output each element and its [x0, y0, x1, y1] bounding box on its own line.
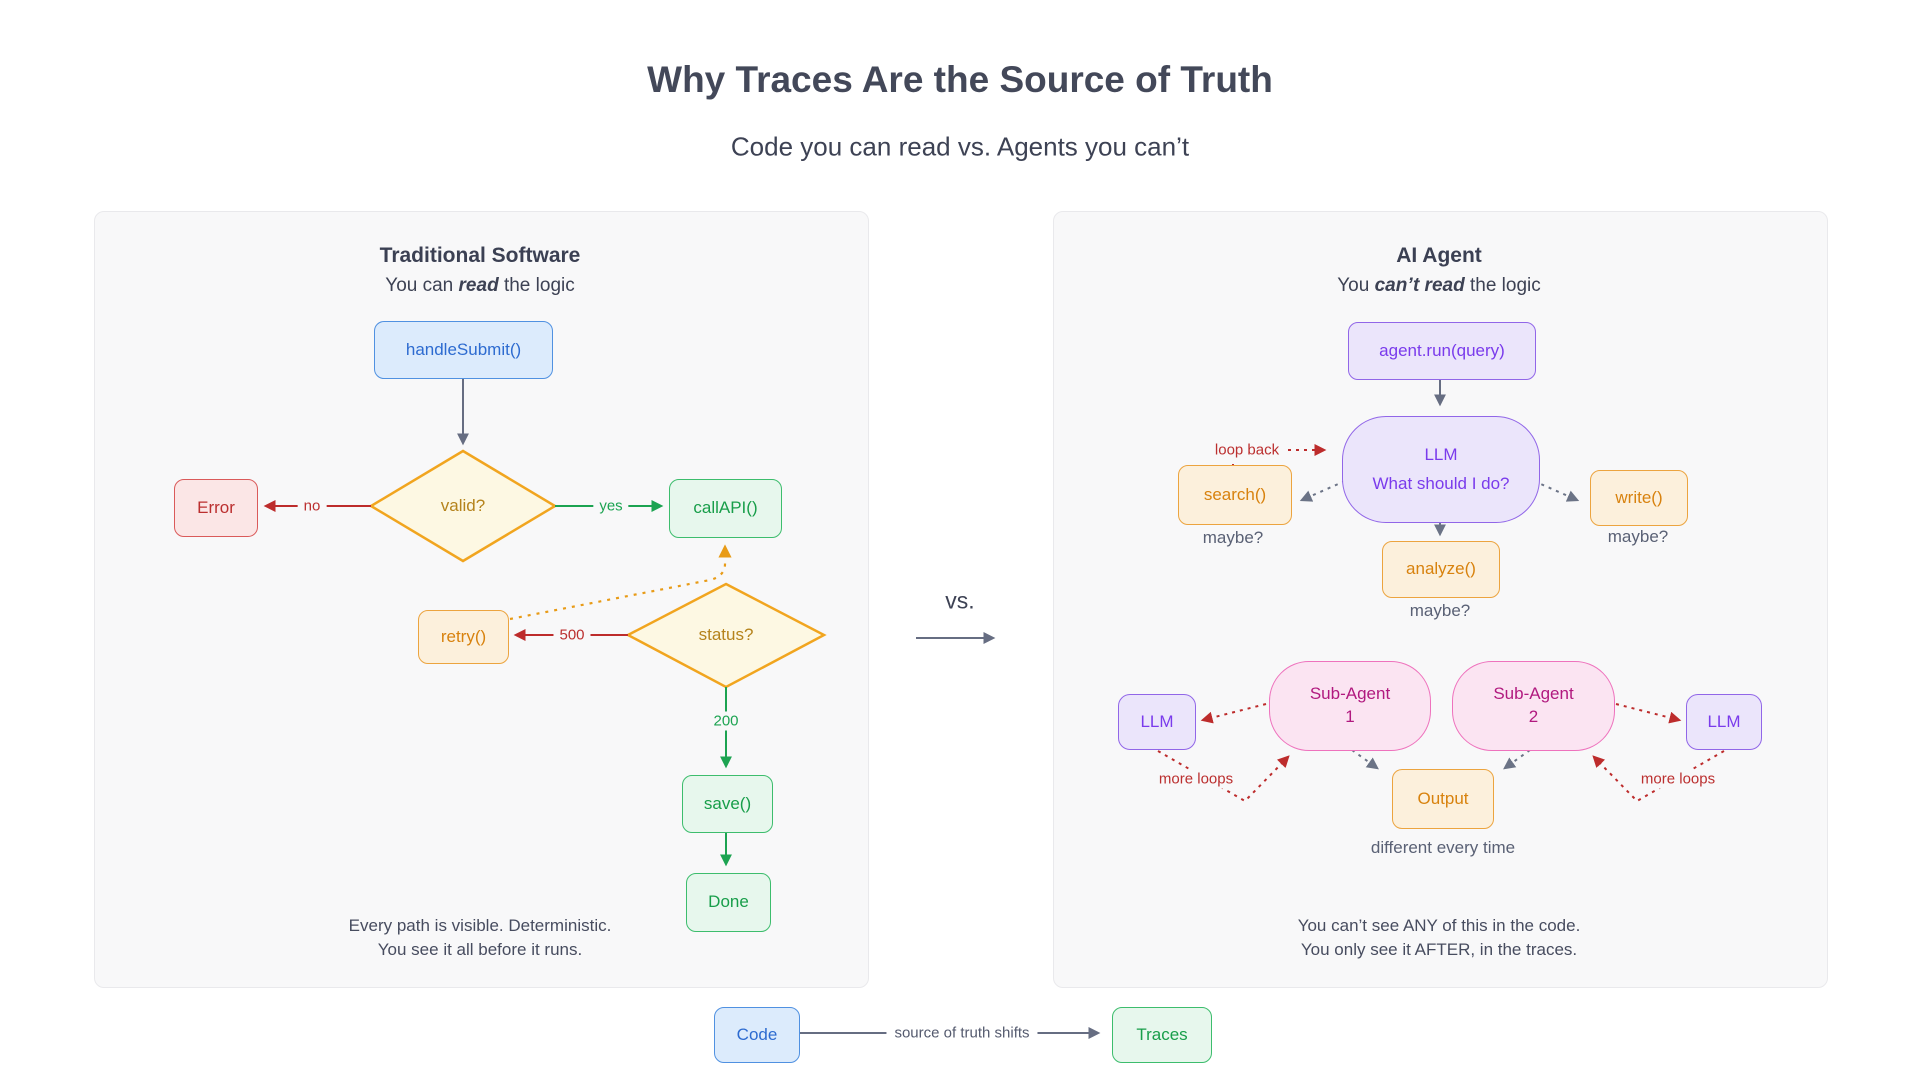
edge-label-more-loops-right: more loops: [1634, 769, 1722, 789]
edge-label-loop-back: loop back: [1208, 440, 1286, 460]
left-subtitle-prefix: You can: [385, 275, 459, 296]
left-footer-line1: Every path is visible. Deterministic.: [348, 916, 612, 935]
left-panel-subtitle: You can read the logic: [385, 275, 574, 297]
edge-label-500: 500: [553, 625, 591, 645]
left-subtitle-suffix: the logic: [498, 275, 575, 296]
edge-label-maybe-search: maybe?: [1202, 528, 1264, 547]
node-save: save(): [682, 775, 773, 833]
node-error: Error: [174, 479, 258, 537]
llm-brain-question: What should I do?: [1372, 473, 1510, 493]
edge-label-200: 200: [707, 711, 745, 731]
page-title: Why Traces Are the Source of Truth: [647, 59, 1273, 100]
node-retry: retry(): [418, 610, 509, 664]
node-valid-label: valid?: [440, 496, 486, 515]
edge-label-yes: yes: [593, 496, 629, 516]
node-llm-brain: LLM What should I do?: [1342, 416, 1540, 523]
node-sub-agent-1: Sub-Agent 1: [1269, 661, 1431, 751]
node-llm-right: LLM: [1686, 694, 1762, 750]
output-caption: different every time: [1370, 838, 1516, 857]
edge-label-maybe-write: maybe?: [1607, 527, 1669, 546]
node-llm-left: LLM: [1118, 694, 1196, 750]
right-subtitle-prefix: You: [1337, 275, 1375, 296]
left-footer-line2: You see it all before it runs.: [377, 940, 583, 959]
node-code: Code: [714, 1007, 800, 1063]
left-panel-title: Traditional Software: [379, 244, 581, 267]
right-panel-title: AI Agent: [1396, 244, 1482, 267]
node-analyze: analyze(): [1382, 541, 1500, 598]
edge-label-more-loops-left: more loops: [1152, 769, 1240, 789]
node-status-label: status?: [698, 625, 754, 644]
sub-agent-2-label: Sub-Agent: [1493, 684, 1574, 704]
sub-agent-1-number: 1: [1345, 707, 1355, 726]
node-traces: Traces: [1112, 1007, 1212, 1063]
sub-agent-1-label: Sub-Agent: [1309, 684, 1391, 704]
node-call-api: callAPI(): [669, 479, 782, 538]
right-subtitle-suffix: the logic: [1464, 275, 1541, 296]
right-subtitle-emphasis: can’t read: [1374, 275, 1465, 296]
node-output: Output: [1392, 769, 1494, 829]
right-panel-subtitle: You can’t read the logic: [1337, 275, 1541, 297]
page-subtitle: Code you can read vs. Agents you can’t: [730, 131, 1190, 162]
edge-label-no: no: [297, 496, 327, 516]
right-footer-line2: You only see it AFTER, in the traces.: [1300, 940, 1578, 959]
left-subtitle-emphasis: read: [458, 275, 499, 296]
vs-label: vs.: [945, 587, 975, 614]
node-handle-submit: handleSubmit(): [374, 321, 553, 379]
node-agent-run: agent.run(query): [1348, 322, 1536, 380]
node-done: Done: [686, 873, 771, 932]
node-search: search(): [1178, 465, 1292, 525]
right-footer-line1: You can’t see ANY of this in the code.: [1297, 916, 1581, 935]
sub-agent-2-number: 2: [1528, 707, 1539, 726]
llm-brain-title: LLM: [1424, 444, 1458, 464]
node-write: write(): [1590, 470, 1688, 526]
edge-label-source-of-truth: source of truth shifts: [886, 1023, 1038, 1043]
edge-label-maybe-analyze: maybe?: [1409, 601, 1471, 620]
node-sub-agent-2: Sub-Agent 2: [1452, 661, 1615, 751]
